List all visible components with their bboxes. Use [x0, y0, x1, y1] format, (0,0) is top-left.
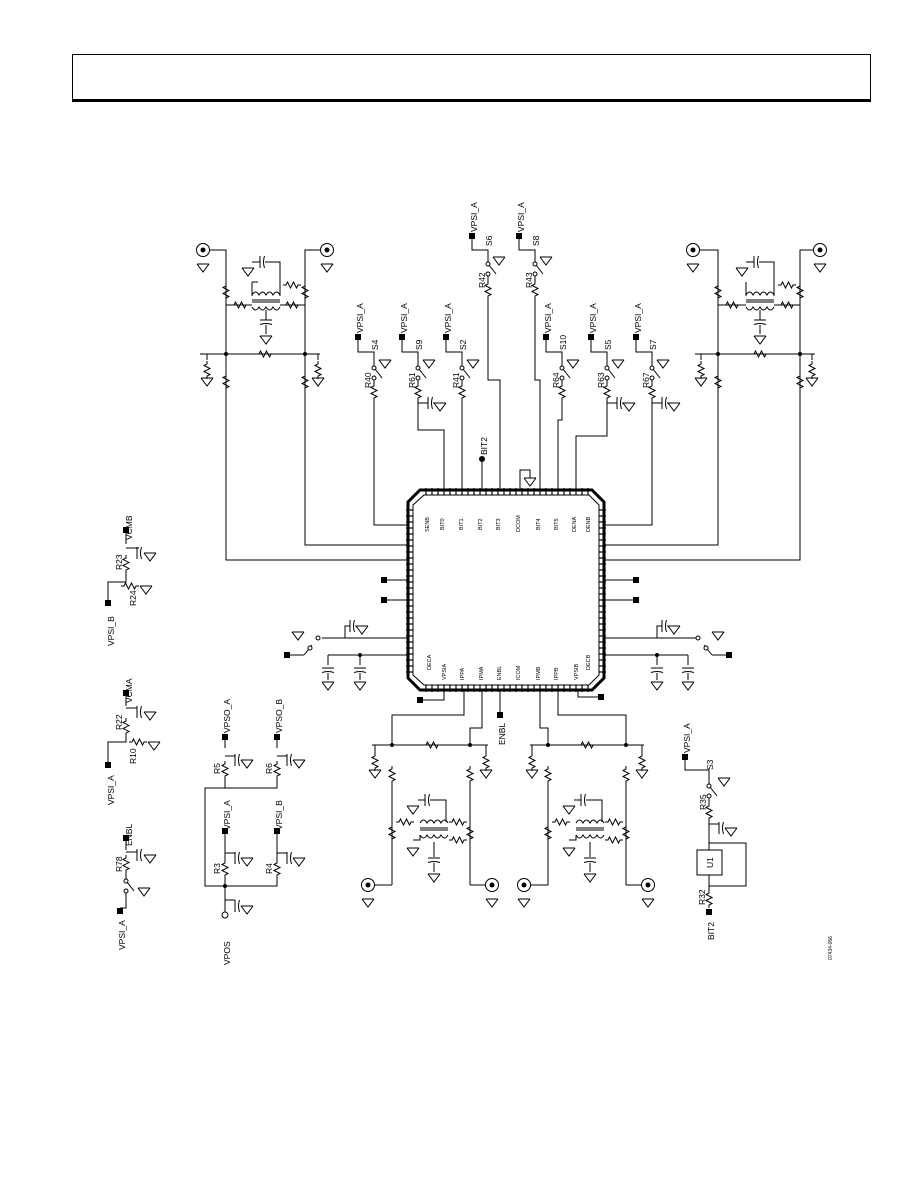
label-vpsi-a-s5: VPSI_A [588, 303, 598, 333]
vpos-supply-network: VPSO_A VPSO_B R5 R6 VPSI_A VPSI_B R3 R4 … [204, 699, 306, 965]
switch-bank-top-left: VPSI_A VPSI_A VPSI_A S4 S9 S2 R40 R61 R4… [355, 303, 480, 526]
balun-network-bottom-right [517, 690, 655, 908]
switch-bank-top-center: VPSI_A VPSI_A S6 S8 R42 R43 BIT2 [469, 202, 553, 490]
label-vpsi-a-s8: VPSI_A [516, 202, 526, 232]
balun-network-top-left [196, 243, 408, 561]
label-vpsi-a-s7: VPSI_A [633, 303, 643, 333]
label-r5: R5 [212, 763, 222, 774]
label-r3: R3 [212, 863, 222, 874]
label-s8: S8 [531, 235, 541, 246]
label-r6: R6 [264, 763, 274, 774]
label-r32: R32 [697, 889, 707, 905]
label-r42: R42 [477, 272, 487, 288]
label-vpsi-a-enbl: VPSI_A [117, 920, 127, 950]
label-vcmb: VCMB [124, 515, 134, 540]
pin-label-icom: ICOM [516, 665, 522, 680]
label-r78: R78 [114, 856, 124, 872]
figure-id: 07434-056 [828, 936, 834, 960]
pin-label-bit5: BIT5 [554, 518, 560, 530]
pin-label-bit3: BIT3 [496, 518, 502, 530]
label-vpsi-a-r3: VPSI_A [222, 800, 232, 830]
label-s2: S2 [458, 339, 468, 350]
label-r40: R40 [363, 372, 373, 388]
label-enbl-switch: ENBL [124, 824, 134, 846]
pin-label-dcom: DCOM [516, 515, 522, 532]
label-vpsi-b-r4: VPSI_B [274, 800, 284, 830]
pin-label-dena: DENA [572, 516, 578, 532]
pin-label-ippb: IPPB [554, 667, 560, 680]
label-vpsi-a-s3: VPSI_A [682, 723, 692, 753]
pin-label-enbl: ENBL [497, 666, 503, 680]
enbl-switch: ENBL R78 VPSI_A [114, 824, 157, 950]
pin-label-vpsib: VPSIB [574, 663, 580, 680]
pin-label-vpsia: VPSIA [442, 663, 448, 680]
label-bit2-top: BIT2 [479, 437, 489, 455]
label-vpsi-b: VPSI_B [106, 616, 116, 646]
label-vpsi-a-vcma: VPSI_A [106, 775, 116, 805]
label-r35: R35 [698, 794, 708, 810]
label-vpsi-a-s6: VPSI_A [469, 202, 479, 232]
u1-bit2-network: VPSI_A S3 R35 U1 R32 BIT2 [682, 723, 747, 940]
label-enbl-chip: ENBL [497, 723, 507, 745]
label-vpsi-a-s2: VPSI_A [443, 303, 453, 333]
label-r22: R22 [114, 714, 124, 730]
label-r23: R23 [114, 554, 124, 570]
label-r24: R24 [128, 590, 138, 606]
vcmb-divider: VCMB R23 R24 VPSI_B [105, 515, 157, 646]
label-s5: S5 [603, 339, 613, 350]
label-r4: R4 [264, 863, 274, 874]
label-s6: S6 [484, 235, 494, 246]
label-vpos: VPOS [222, 941, 232, 965]
page-header-box [72, 54, 871, 102]
label-s4: S4 [370, 339, 380, 350]
pin-label-senb: SENB [425, 517, 431, 532]
label-r64: R64 [551, 372, 561, 388]
label-r63: R63 [596, 372, 606, 388]
pin-label-ippa: IPPA [460, 668, 466, 680]
label-r41: R41 [451, 372, 461, 388]
vcma-divider: VCMA R22 R10 VPSI_A [105, 678, 161, 805]
label-r67: R67 [641, 372, 651, 388]
label-r10: R10 [128, 748, 138, 764]
pin-label-bit2: BIT2 [478, 518, 484, 530]
label-s7: S7 [648, 339, 658, 350]
balun-network-top-right [604, 243, 827, 561]
label-bit2-u1: BIT2 [706, 922, 716, 940]
pin-label-bit0: BIT0 [440, 518, 446, 530]
label-r43: R43 [524, 272, 534, 288]
chip-right-side [577, 577, 732, 700]
chip-left-side [284, 577, 445, 703]
label-vpso-b: VPSO_B [274, 699, 284, 733]
balun-network-bottom-left [361, 690, 499, 908]
label-r61: R61 [407, 372, 417, 388]
pin-label-ipma: IPMA [479, 666, 485, 680]
pin-label-denb: DENB [586, 516, 592, 532]
ic-package [406, 488, 606, 692]
label-vcma: VCMA [124, 678, 134, 703]
enbl-pin-net: ENBL [497, 690, 507, 745]
label-vpso-a: VPSO_A [222, 699, 232, 733]
pin-label-deca: DECA [427, 654, 433, 670]
label-u1: U1 [705, 857, 715, 868]
label-s3: S3 [705, 759, 715, 770]
switch-bank-top-right: VPSI_A VPSI_A VPSI_A S10 S5 S7 R64 R63 R… [543, 303, 681, 526]
label-vpsi-a-s4: VPSI_A [355, 303, 365, 333]
label-s9: S9 [414, 339, 424, 350]
pin-label-bit4: BIT4 [536, 518, 542, 530]
ic-bottom-pin-labels: DECA VPSIA IPPA IPMA ENBL ICOM IPMB IPPB… [427, 654, 592, 680]
pin-label-ipmb: IPMB [536, 666, 542, 680]
label-vpsi-a-s9: VPSI_A [399, 303, 409, 333]
label-s10: S10 [558, 335, 568, 350]
ic-top-pin-labels: SENB BIT0 BIT1 BIT2 BIT3 DCOM BIT4 BIT5 … [425, 515, 592, 532]
pin-label-bit1: BIT1 [459, 518, 465, 530]
pin-label-decb: DECB [586, 654, 592, 670]
label-vpsi-a-s10: VPSI_A [543, 303, 553, 333]
